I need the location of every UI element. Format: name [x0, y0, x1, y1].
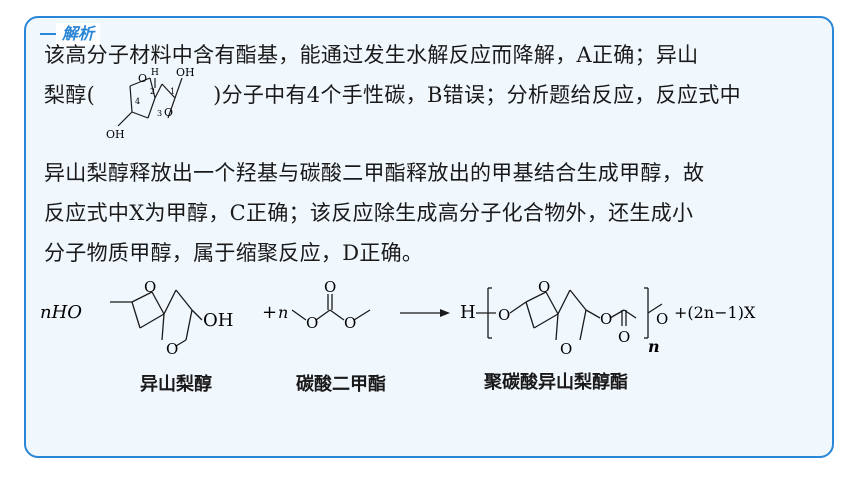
reactant1-prefix: nHO — [40, 302, 82, 323]
line2-before: 梨醇( — [44, 83, 96, 107]
reactant1-o-bottom: O — [166, 340, 178, 358]
inline-o-bottom: O — [164, 106, 173, 119]
inline-o-top: O — [138, 72, 147, 85]
product-o-end: O — [656, 310, 668, 328]
line2-after: )分子中有4个手性碳，B错误；分析题给反应，反应式中 — [213, 83, 741, 107]
paragraph-line-4: 反应式中X为甲醇，C正确；该反应除生成高分子化合物外，还生成小 — [44, 201, 694, 225]
product-o-ester: O — [600, 310, 612, 328]
coefficient-n: n — [278, 303, 288, 322]
tag-dash — [40, 33, 60, 35]
product-o-left: O — [498, 306, 510, 324]
reactant1-suffix: OH — [203, 310, 233, 331]
inline-num-4: 4 — [135, 97, 140, 106]
inline-num-3: 3 — [157, 109, 162, 118]
carbonate-o-left: O — [306, 314, 318, 332]
inline-num-1: 1 — [170, 87, 175, 96]
label-dimethyl-carbonate: 碳酸二甲酯 — [296, 374, 386, 395]
paragraph-line-2: 梨醇( )分子中有4个手性碳，B错误；分析题给反应，反应式中 — [44, 76, 824, 114]
inline-oh-top: OH — [176, 66, 195, 79]
analysis-tag: 解析 — [56, 23, 101, 45]
product-o-top: O — [538, 280, 550, 296]
inline-oh-bottom: OH — [106, 128, 125, 141]
product-o-carbonyl: O — [618, 328, 630, 346]
byproduct: +(2n−1)X — [674, 303, 756, 322]
reaction-scheme: nHO O O OH + n O O O H O O O O O n O +(2… — [40, 280, 756, 358]
label-isosorbide: 异山梨醇 — [140, 374, 212, 395]
isosorbide-inline-structure: O H OH 2 1 4 3 O OH — [106, 66, 195, 141]
inline-h: H — [151, 68, 159, 78]
product-o-bottom: O — [560, 340, 572, 358]
product-h: H — [460, 302, 476, 323]
product-subscript-n: n — [648, 337, 660, 356]
reactant1-o-top: O — [144, 280, 156, 296]
label-polycarbonate: 聚碳酸异山梨醇酯 — [484, 372, 628, 393]
paragraph-line-3: 异山梨醇释放出一个羟基与碳酸二甲酯释放出的甲基结合生成甲醇，故 — [44, 161, 705, 185]
carbonate-o-top: O — [324, 280, 336, 296]
inline-num-2: 2 — [150, 87, 155, 96]
plus-sign: + — [262, 302, 277, 323]
carbonate-o-right: O — [344, 314, 356, 332]
paragraph-line-1: 该高分子材料中含有酯基，能通过发生水解反应而降解，A正确；异山 — [44, 43, 699, 67]
paragraph-line-5: 分子物质甲醇，属于缩聚反应，D正确。 — [44, 241, 424, 265]
